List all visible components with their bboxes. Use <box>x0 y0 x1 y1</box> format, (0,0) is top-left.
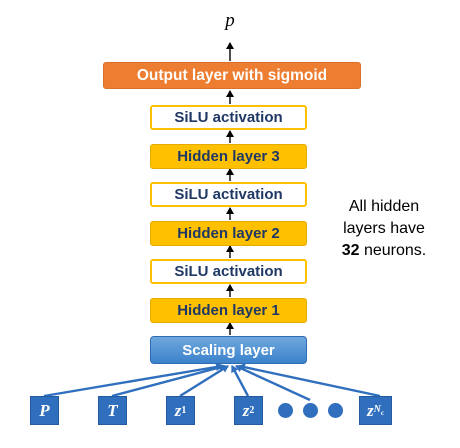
silu-activation-3: SiLU activation <box>150 105 307 130</box>
input-zn-sub: N <box>373 404 381 415</box>
arrow-input-p <box>43 363 223 398</box>
input-z2-sub: 2 <box>249 405 255 416</box>
output-symbol: p <box>225 10 235 31</box>
arrow-input-z1 <box>179 364 229 398</box>
input-temperature: T <box>98 396 127 425</box>
scaling-layer: Scaling layer <box>150 336 307 364</box>
ellipsis-dot-1 <box>278 403 293 418</box>
hidden-layer-3: Hidden layer 3 <box>150 144 307 169</box>
note-line-2: layers have <box>343 220 425 237</box>
neurons-note: All hidden layers have 32 neurons. <box>330 196 438 262</box>
arrow-input-zn <box>238 363 381 398</box>
note-line-1: All hidden <box>348 198 420 215</box>
note-neuron-count: 32 <box>341 242 360 259</box>
input-z1-base: z <box>174 400 182 420</box>
input-z1-sub: 1 <box>181 405 187 416</box>
input-pressure: P <box>30 396 59 425</box>
input-zn-subsub: c <box>380 409 384 417</box>
silu-activation-2: SiLU activation <box>150 182 307 207</box>
arrow-input-t <box>111 363 226 398</box>
silu-activation-1: SiLU activation <box>150 259 307 284</box>
note-line-3: 32 neurons. <box>330 240 438 262</box>
ellipsis-dot-3 <box>328 403 343 418</box>
hidden-layer-2: Hidden layer 2 <box>150 221 307 246</box>
ellipsis-dot-2 <box>303 403 318 418</box>
input-p-label: P <box>39 400 50 420</box>
arrow-input-dots <box>235 364 311 402</box>
output-layer: Output layer with sigmoid <box>103 62 361 89</box>
input-t-label: T <box>107 400 118 420</box>
arrow-input-z2 <box>230 365 250 397</box>
note-line-3-rest: neurons. <box>359 242 427 259</box>
hidden-layer-1: Hidden layer 1 <box>150 298 307 323</box>
input-zn-base: z <box>367 400 374 420</box>
input-z2-base: z <box>242 400 250 420</box>
